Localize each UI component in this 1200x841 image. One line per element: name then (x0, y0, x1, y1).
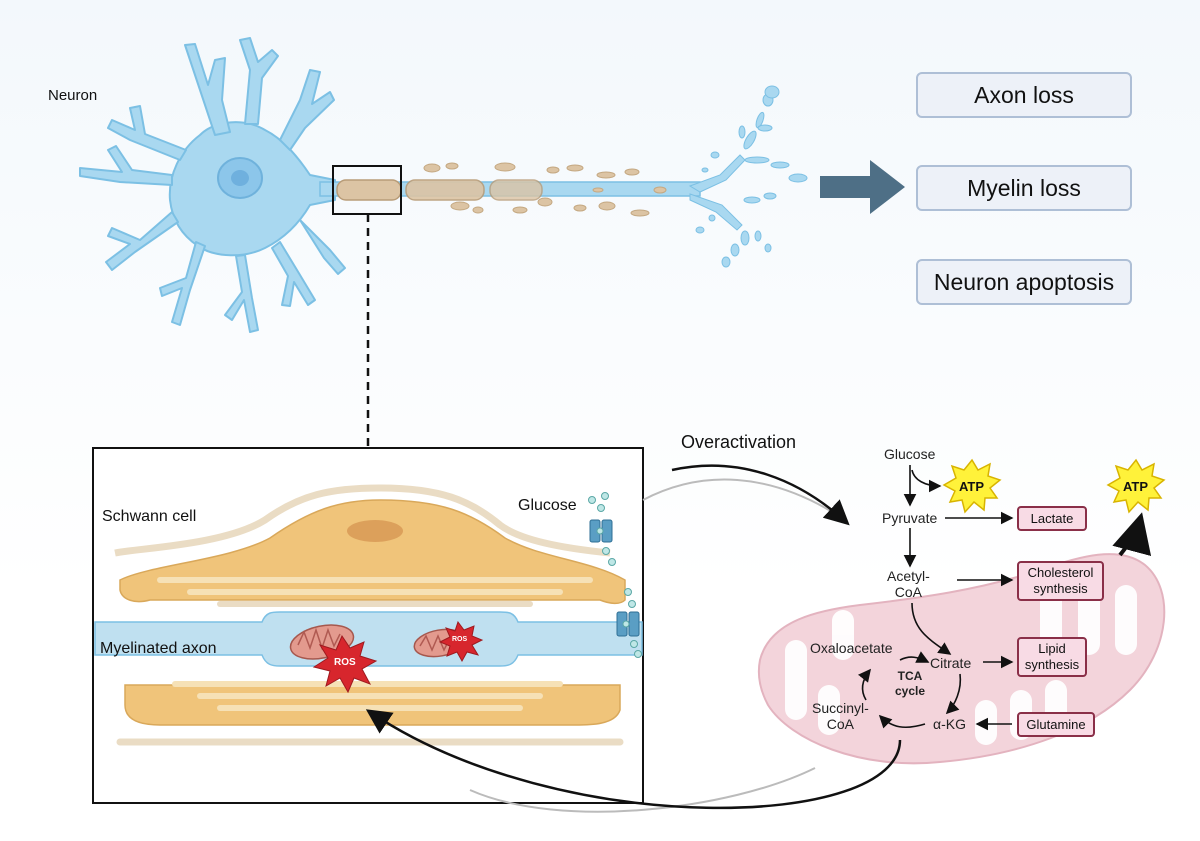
lactate-box: Lactate (1017, 506, 1087, 531)
schwann-nucleus (347, 520, 403, 542)
lipid-synthesis-box: Lipid synthesis (1017, 637, 1087, 677)
myelin-segment (489, 179, 543, 201)
oxaloacetate-metabolite: Oxaloacetate (810, 640, 893, 656)
acetyl-coa-line1: Acetyl- (887, 568, 930, 584)
outcome-label: Axon loss (974, 81, 1074, 108)
overactivation-halo (642, 478, 846, 521)
akg-metabolite: α-KG (933, 716, 966, 732)
feedback-halo (469, 767, 816, 813)
tca-cycle-label: TCA cycle (895, 669, 925, 699)
myelin-segment (336, 179, 402, 201)
tca-line2: cycle (895, 684, 926, 698)
lactate-label: Lactate (1030, 510, 1074, 526)
neuron-label: Neuron (48, 87, 98, 104)
tca-line1: TCA (897, 669, 923, 683)
ros-label: ROS (334, 657, 356, 668)
glucose-transporter (616, 588, 642, 658)
cholesterol-line2: synthesis (1033, 581, 1088, 596)
myelinated-axon-label: Myelinated axon (100, 640, 217, 657)
schwann-cell-bottom (116, 681, 624, 746)
succinyl-coa-line2: CoA (826, 716, 855, 732)
glutamine-box: Glutamine (1017, 712, 1095, 737)
atp-star (1106, 458, 1166, 514)
lipid-line1: Lipid (1038, 641, 1066, 656)
outcome-label: Neuron apoptosis (933, 268, 1115, 295)
ros-burst (312, 634, 378, 694)
atp-label: ATP (959, 479, 985, 494)
myelin-debris (423, 162, 667, 217)
outcome-myelin-loss: Myelin loss (916, 165, 1132, 211)
axon-fragments (688, 85, 808, 268)
feedback-arrow (365, 709, 902, 810)
myelinated-axon (94, 611, 643, 667)
overactivation-arrow (671, 464, 850, 526)
outcome-label: Myelin loss (967, 174, 1081, 201)
ros-burst (438, 620, 484, 663)
outcome-axon-loss: Axon loss (916, 72, 1132, 118)
citrate-metabolite: Citrate (930, 655, 972, 671)
acetyl-coa-line2: CoA (894, 584, 923, 600)
myelin-segment (405, 179, 485, 201)
overactivation-label: Overactivation (681, 432, 797, 452)
schwann-cell-label: Schwann cell (102, 508, 197, 525)
cholesterol-synthesis-box: Cholesterol synthesis (1017, 561, 1104, 601)
inset-glucose-label: Glucose (518, 497, 577, 514)
nucleolus (231, 170, 249, 186)
outcome-neuron-apoptosis: Neuron apoptosis (916, 259, 1132, 305)
neuron-illustration (79, 37, 346, 333)
schwann-cell-top (114, 484, 626, 607)
cholesterol-line1: Cholesterol (1027, 565, 1094, 580)
atp-star (942, 458, 1002, 514)
metabolic-arrows (858, 465, 1014, 731)
succinyl-coa-line1: Succinyl- (812, 700, 869, 716)
succinyl-coa-metabolite: Succinyl- CoA (812, 700, 869, 732)
atp-output-arrow (1112, 512, 1152, 557)
lipid-line2: synthesis (1024, 657, 1080, 672)
glucose-transporter (588, 492, 616, 566)
ros-label-small: ROS (452, 636, 468, 643)
atp-label-output: ATP (1123, 479, 1149, 494)
pyruvate-metabolite: Pyruvate (882, 510, 938, 526)
glutamine-label: Glutamine (1026, 716, 1086, 732)
outcome-arrow (820, 160, 905, 214)
acetyl-coa-metabolite: Acetyl- CoA (887, 568, 930, 600)
glucose-metabolite: Glucose (884, 446, 936, 462)
